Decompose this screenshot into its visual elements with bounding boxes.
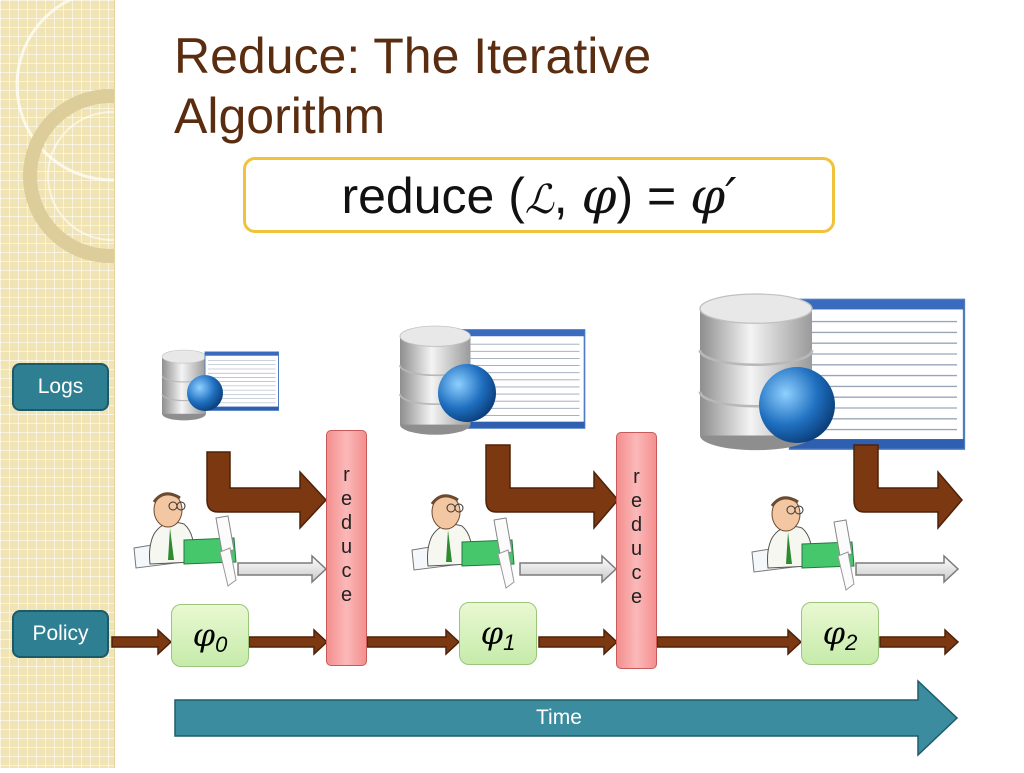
policy-arrow-icon — [366, 628, 461, 656]
reduce-letter: u — [630, 538, 643, 560]
policy-phi-1: φ1 — [459, 602, 537, 665]
globe-icon — [187, 375, 223, 411]
log-flow-arrow-icon — [485, 444, 619, 531]
log-store-2 — [399, 325, 586, 436]
policy-arrow-icon — [656, 628, 803, 656]
phi-index: 1 — [503, 630, 516, 655]
log-symbol: ℒ — [524, 177, 554, 223]
reduce-step-1: r e d u c e — [326, 430, 367, 666]
reduce-formula: reduce (ℒ, φ) = φ′ — [243, 157, 835, 233]
formula-comma: , — [553, 168, 582, 224]
analyst-3 — [750, 495, 856, 592]
reduce-letter: c — [341, 560, 352, 582]
time-arrow — [174, 679, 959, 757]
policy-arrow-icon — [111, 628, 173, 656]
reduce-letter: d — [630, 514, 643, 536]
policy-phi-2: φ2 — [801, 602, 879, 665]
slide-title: Reduce: The Iterative Algorithm — [174, 28, 652, 144]
policy-phi-0: φ0 — [171, 604, 249, 667]
policy-arrow-icon — [538, 628, 619, 656]
reduce-step-2: r e d u c e — [616, 432, 657, 669]
phi-index: 0 — [215, 632, 228, 657]
reduce-letter: e — [630, 490, 643, 512]
policy-arrow-icon — [879, 628, 960, 656]
formula-phi: φ — [581, 167, 617, 225]
globe-icon — [438, 364, 496, 422]
reduce-letter: r — [633, 466, 640, 488]
phi-symbol: φ — [822, 614, 846, 652]
reduce-letter: u — [340, 536, 353, 558]
silver-arrow-icon — [855, 554, 960, 584]
phi-index: 2 — [845, 630, 858, 655]
log-store-1 — [161, 349, 280, 421]
log-store-3 — [698, 292, 966, 452]
formula-prefix: reduce ( — [341, 168, 525, 224]
reduce-letter: c — [631, 562, 642, 584]
reduce-letter: e — [340, 488, 353, 510]
policy-button[interactable]: Policy — [12, 610, 109, 658]
log-flow-arrow-icon — [206, 451, 328, 530]
time-label: Time — [536, 706, 582, 729]
analyst-icon — [750, 495, 856, 592]
policy-arrow-icon — [248, 628, 329, 656]
reduce-letter: e — [340, 584, 353, 606]
logs-button[interactable]: Logs — [12, 363, 109, 411]
reduce-letter: r — [343, 464, 350, 486]
log-flow-arrow-icon — [853, 444, 963, 531]
phi-symbol: φ — [192, 616, 216, 654]
silver-arrow-icon — [237, 554, 328, 584]
reduce-letter: e — [630, 586, 643, 608]
phi-symbol: φ — [480, 614, 504, 652]
formula-close: ) = — [616, 168, 691, 224]
formula-result: φ′ — [690, 167, 737, 225]
globe-icon — [759, 367, 835, 443]
silver-arrow-icon — [519, 554, 618, 584]
reduce-letter: d — [340, 512, 353, 534]
